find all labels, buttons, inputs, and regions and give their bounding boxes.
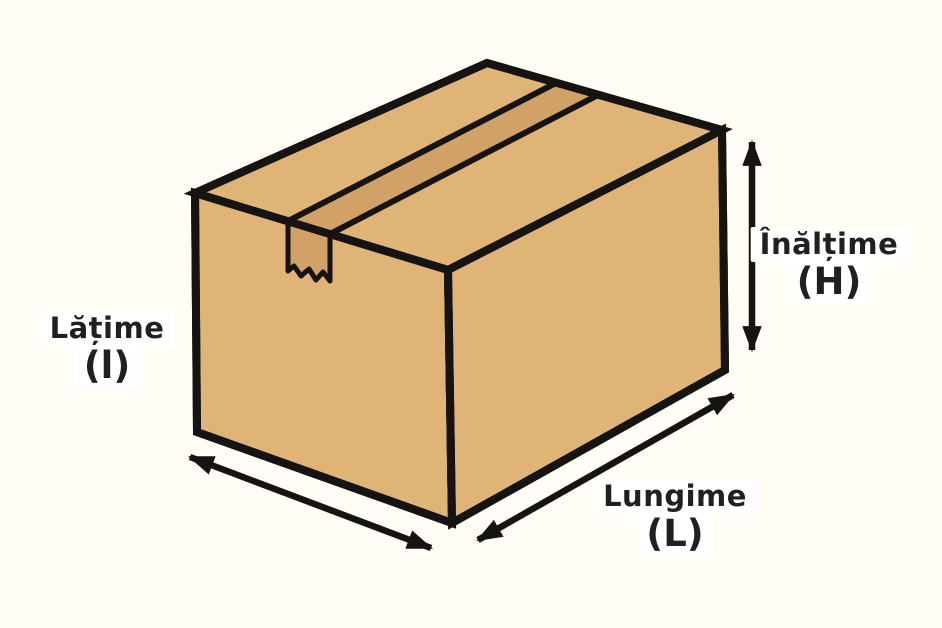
width-label: Lățime (l) bbox=[40, 311, 174, 389]
length-label: Lungime (L) bbox=[594, 479, 756, 557]
tape-flap bbox=[285, 219, 333, 284]
height-label-symbol: (H) bbox=[787, 262, 871, 305]
length-label-symbol: (L) bbox=[637, 514, 713, 557]
length-arrow-icon bbox=[476, 392, 735, 543]
cardboard-box bbox=[183, 58, 733, 530]
height-label: Înălțime (H) bbox=[750, 227, 908, 305]
length-label-text: Lungime bbox=[594, 479, 756, 515]
width-arrow-icon bbox=[187, 453, 434, 552]
height-label-text: Înălțime bbox=[750, 227, 908, 263]
width-label-text: Lățime bbox=[40, 311, 174, 347]
width-label-symbol: (l) bbox=[74, 346, 140, 389]
box-edges bbox=[190, 58, 730, 528]
